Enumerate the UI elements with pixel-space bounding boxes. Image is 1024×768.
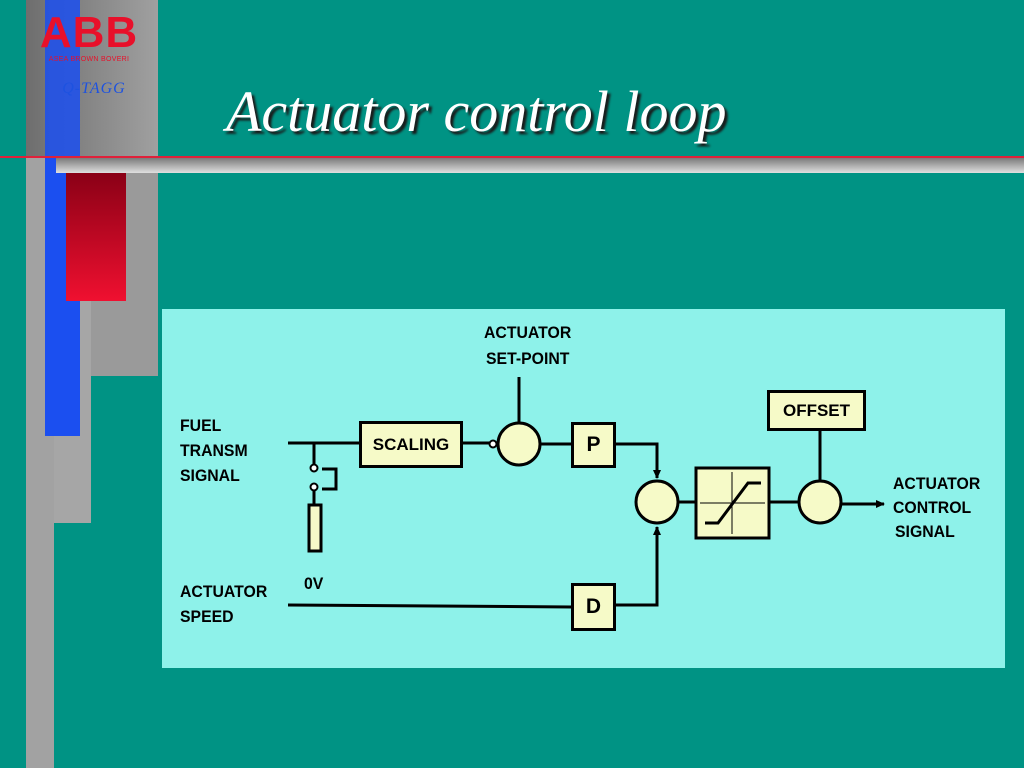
fuel-signal-label-3: SIGNAL [180, 466, 240, 485]
offset-block: OFFSET [767, 390, 866, 431]
speed-line [287, 603, 573, 609]
actuator-speed-label-2: SPEED [180, 607, 234, 626]
d-to-sum-line [615, 526, 661, 607]
logo-subtitle: ASEA BROWN BOVERI [48, 56, 130, 63]
switch-contact-bottom [309, 482, 319, 492]
p-to-sum-line [615, 442, 661, 479]
fuel-signal-label-1: FUEL [180, 416, 222, 435]
abb-logo: ABB [39, 8, 139, 57]
p-block: P [571, 422, 616, 468]
switch-bracket [322, 467, 338, 491]
resistor [307, 503, 323, 553]
actuator-speed-label-1: ACTUATOR [180, 582, 268, 601]
control-loop-diagram: FUEL TRANSM SIGNAL ACTUATOR SPEED 0V ACT… [162, 309, 1005, 668]
output-label-2: CONTROL [893, 498, 972, 517]
output-label-1: ACTUATOR [893, 474, 981, 493]
header-rule-red [0, 156, 1024, 158]
zero-volt-label: 0V [304, 574, 324, 593]
red-block [66, 173, 126, 301]
switch-contact-top [309, 463, 319, 473]
setpoint-label-1: ACTUATOR [484, 323, 572, 342]
setpoint-label-2: SET-POINT [486, 349, 570, 368]
scaling-block: SCALING [359, 421, 463, 468]
diagram-connections [287, 377, 885, 609]
setpoint-summing-junction [496, 421, 542, 467]
header-rule [56, 158, 1024, 173]
fuel-signal-label-2: TRANSM [180, 441, 248, 460]
inverting-input-dot [488, 439, 498, 449]
page-title: Actuator control loop [226, 79, 727, 144]
pd-summing-junction [634, 479, 680, 525]
logo-blue-strip [45, 0, 80, 158]
d-block: D [571, 583, 616, 631]
limiter-curve [705, 481, 761, 525]
offset-summing-junction [797, 479, 843, 525]
output-label-3: SIGNAL [895, 522, 955, 541]
product-name: Q-TAGG [62, 80, 126, 97]
